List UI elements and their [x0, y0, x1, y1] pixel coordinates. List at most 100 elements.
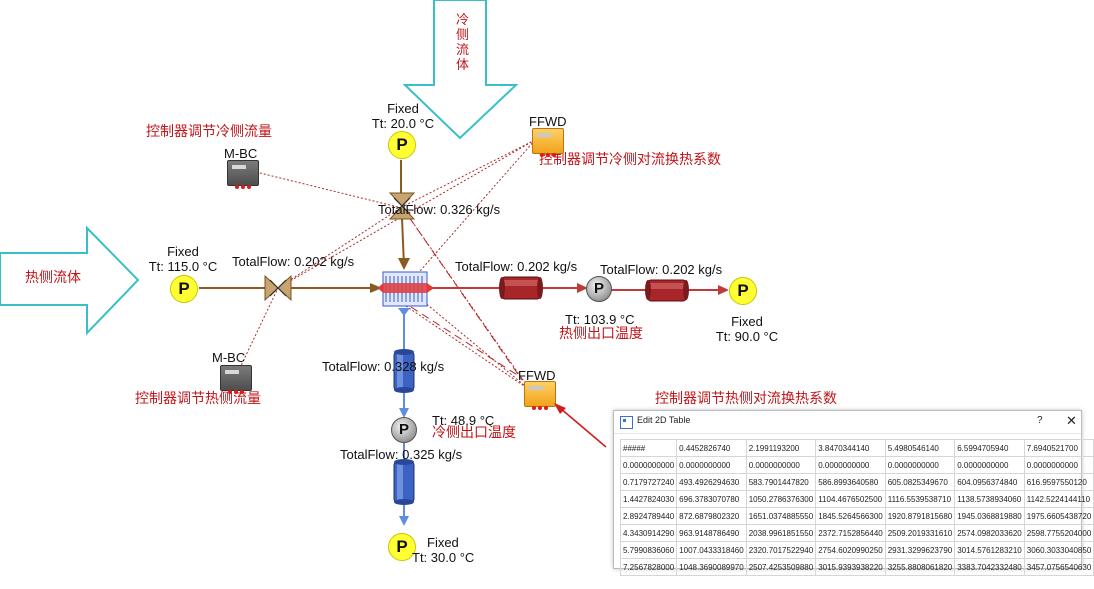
hot-pipe-2[interactable]: [645, 279, 689, 302]
table-cell[interactable]: 1048.3690089970: [676, 558, 747, 576]
table-cell[interactable]: 2754.6020990250: [815, 541, 886, 559]
table-cell[interactable]: 493.4926294630: [676, 473, 747, 491]
hot-outlet-line: [430, 283, 729, 295]
table-header-cell[interactable]: 2.1991193200: [745, 439, 817, 457]
cold-side-valve[interactable]: [388, 192, 416, 220]
table-cell[interactable]: 872.6879802320: [676, 507, 747, 525]
table-header-cell[interactable]: 3.8470344140: [815, 439, 886, 457]
table-cell[interactable]: 2038.9961851550: [745, 524, 817, 542]
table-row-header-cell[interactable]: 0.0000000000: [619, 456, 678, 474]
close-button[interactable]: ✕: [1066, 413, 1077, 428]
cold-outlet-arrow: [398, 308, 410, 316]
controller-led-icon: [228, 381, 246, 394]
hot-inlet-boundary[interactable]: P: [170, 275, 198, 303]
table-cell[interactable]: 3457.0756540630: [1023, 558, 1094, 576]
table-cell[interactable]: 2320.7017522940: [745, 541, 817, 559]
hot-outlet-boundary[interactable]: P: [729, 277, 757, 305]
table-row-header-cell[interactable]: 5.7990836060: [619, 541, 678, 559]
help-button[interactable]: ?: [1037, 415, 1043, 426]
table-cell[interactable]: 0.0000000000: [884, 456, 956, 474]
table-cell[interactable]: 1142.5224144110: [1023, 490, 1094, 508]
table-row-header-cell[interactable]: 7.2567828000: [619, 558, 678, 576]
table-cell[interactable]: 0.0000000000: [1023, 456, 1094, 474]
ctrl-hot-htc-label: 控制器调节热侧对流换热系数: [655, 390, 837, 406]
ffwd-top-controller[interactable]: [532, 128, 564, 157]
cold-side-pump[interactable]: P: [391, 417, 417, 443]
table-cell[interactable]: 696.3783070780: [676, 490, 747, 508]
table-cell[interactable]: 1920.8791815680: [884, 507, 956, 525]
cold-pipe-1[interactable]: [393, 349, 415, 393]
mbc-top-controller[interactable]: [227, 160, 259, 189]
table-cell[interactable]: 963.9148786490: [676, 524, 747, 542]
table-cell[interactable]: 0.0000000000: [745, 456, 817, 474]
cold-valve-flow: TotalFlow: 0.326 kg/s: [378, 202, 501, 217]
hot-inlet-line: [198, 283, 382, 293]
table-header-cell[interactable]: 5.4980546140: [884, 439, 956, 457]
table-header-cell[interactable]: 0.4452826740: [676, 439, 747, 457]
table-cell[interactable]: 2509.2019331610: [884, 524, 956, 542]
table-cell[interactable]: 3255.8808061820: [884, 558, 956, 576]
table-cell[interactable]: 3015.9393938220: [815, 558, 886, 576]
table-row-header-cell[interactable]: 2.8924789440: [619, 507, 678, 525]
table-cell[interactable]: 3383.7042332480: [954, 558, 1025, 576]
table-cell[interactable]: 0.0000000000: [954, 456, 1025, 474]
controller-led-icon: [540, 144, 558, 157]
table-cell[interactable]: 0.0000000000: [676, 456, 747, 474]
table-cell[interactable]: 1050.2786376300: [745, 490, 817, 508]
table-header-cell[interactable]: #####: [619, 439, 678, 457]
controller-led-icon: [532, 397, 550, 410]
controller-display-icon: [225, 370, 239, 374]
table-cell[interactable]: 605.0825349670: [884, 473, 956, 491]
table-cell[interactable]: 586.8993640580: [815, 473, 886, 491]
table-cell[interactable]: 1138.5738934060: [954, 490, 1025, 508]
mbc-bottom-controller[interactable]: [220, 365, 252, 394]
table-icon: [620, 416, 633, 429]
hot-in-temp: Tt: 115.0 °C: [148, 259, 218, 274]
table-cell[interactable]: 1845.5264566300: [815, 507, 886, 525]
table-cell[interactable]: 583.7901447820: [745, 473, 817, 491]
hot-fluid-arrow: [0, 225, 140, 336]
table-cell[interactable]: 0.0000000000: [815, 456, 886, 474]
table-row-header-cell[interactable]: 1.4427824030: [619, 490, 678, 508]
table-header-cell[interactable]: 7.6940521700: [1023, 439, 1094, 457]
cold-outlet-boundary[interactable]: P: [388, 533, 416, 561]
table-row-header-cell[interactable]: 0.7179727240: [619, 473, 678, 491]
cold-pipe-2[interactable]: [393, 459, 415, 505]
table-cell[interactable]: 1945.0368819880: [954, 507, 1025, 525]
table-cell[interactable]: 1975.6605438720: [1023, 507, 1094, 525]
hot-in-type: Fixed: [167, 244, 199, 259]
dialog-titlebar[interactable]: Edit 2D Table ? ✕: [614, 411, 1081, 434]
hot-side-pump[interactable]: P: [586, 276, 612, 302]
table-cell[interactable]: 616.9597550120: [1023, 473, 1094, 491]
cold-inlet-boundary[interactable]: P: [388, 131, 416, 159]
ffwd-bottom-controller[interactable]: [524, 381, 556, 410]
hot-pipe2-flow: TotalFlow: 0.202 kg/s: [600, 262, 723, 277]
table-cell[interactable]: 1104.4676502500: [815, 490, 886, 508]
cold-pipe2-flow: TotalFlow: 0.325 kg/s: [340, 447, 463, 462]
table-cell[interactable]: 2507.4253509880: [745, 558, 817, 576]
hot-out-type: Fixed: [731, 314, 763, 329]
cold-inlet-line: [398, 158, 410, 270]
table-cell[interactable]: 1007.0433318460: [676, 541, 747, 559]
table-cell[interactable]: 1116.5539538710: [884, 490, 956, 508]
table-cell[interactable]: 2931.3299623790: [884, 541, 956, 559]
table-cell[interactable]: 1651.0374885550: [745, 507, 817, 525]
hot-side-valve[interactable]: [264, 274, 292, 302]
table-cell[interactable]: 3060.3033040850: [1023, 541, 1094, 559]
cold-fluid-arrow: [402, 0, 519, 140]
heat-exchanger[interactable]: [378, 271, 434, 307]
table-cell[interactable]: 3014.5761283210: [954, 541, 1025, 559]
table-cell[interactable]: 2372.7152856440: [815, 524, 886, 542]
table-cell[interactable]: 2574.0982033620: [954, 524, 1025, 542]
table-header-cell[interactable]: 6.5994705940: [954, 439, 1025, 457]
table-row-header-cell[interactable]: 4.3430914290: [619, 524, 678, 542]
table-cell[interactable]: 604.0956374840: [954, 473, 1025, 491]
table-cell[interactable]: 2598.7755204000: [1023, 524, 1094, 542]
ctrl-cold-flow-label: 控制器调节冷侧流量: [146, 123, 272, 139]
hot-pipe-1[interactable]: [499, 276, 543, 300]
